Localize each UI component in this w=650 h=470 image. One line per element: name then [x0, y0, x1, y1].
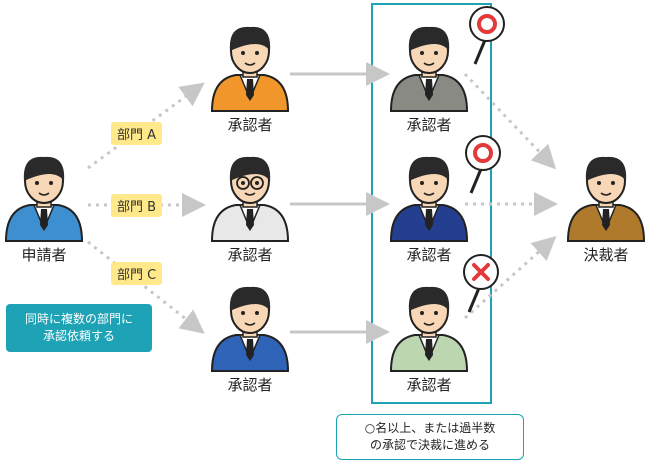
approver-r2-label: 承認者 [406, 246, 452, 264]
reject-x-sign-icon [463, 254, 499, 313]
department-b-tag: 部門 B [111, 194, 163, 217]
decider-person-icon [566, 156, 646, 242]
approver-person-icon [389, 156, 469, 242]
decider-label: 決裁者 [583, 246, 629, 264]
approver-person-icon [210, 156, 290, 242]
approver-person-icon [210, 286, 290, 372]
simultaneous-request-note: 同時に複数の部門に 承認依頼する [6, 304, 152, 352]
note-line-1: 同時に複数の部門に [24, 312, 133, 326]
approver-top-label: 承認者 [227, 116, 273, 134]
approver-person-icon [389, 286, 469, 372]
rule-line-1: ○名以上、または過半数 [364, 421, 496, 435]
approver-bot-label: 承認者 [227, 376, 273, 394]
department-c-tag: 部門 C [111, 262, 163, 285]
department-a-tag: 部門 A [111, 122, 163, 145]
arrow-r3-to-decider [463, 235, 557, 320]
approve-circle-sign-icon [465, 135, 501, 194]
applicant-person-icon [4, 156, 84, 242]
rule-line-2: の承認で決裁に進める [369, 438, 490, 452]
approver-r1-label: 承認者 [406, 116, 452, 134]
approver-mid-label: 承認者 [227, 246, 273, 264]
applicant-label: 申請者 [21, 246, 67, 264]
approver-person-icon [210, 26, 290, 112]
arrow-r1-to-decider [463, 72, 557, 170]
approver-r3-label: 承認者 [406, 376, 452, 394]
approval-rule-note: ○名以上、または過半数 の承認で決裁に進める [336, 414, 524, 460]
note-line-2: 承認依頼する [42, 329, 115, 343]
approver-person-icon [389, 26, 469, 112]
approve-circle-sign-icon [469, 6, 505, 65]
